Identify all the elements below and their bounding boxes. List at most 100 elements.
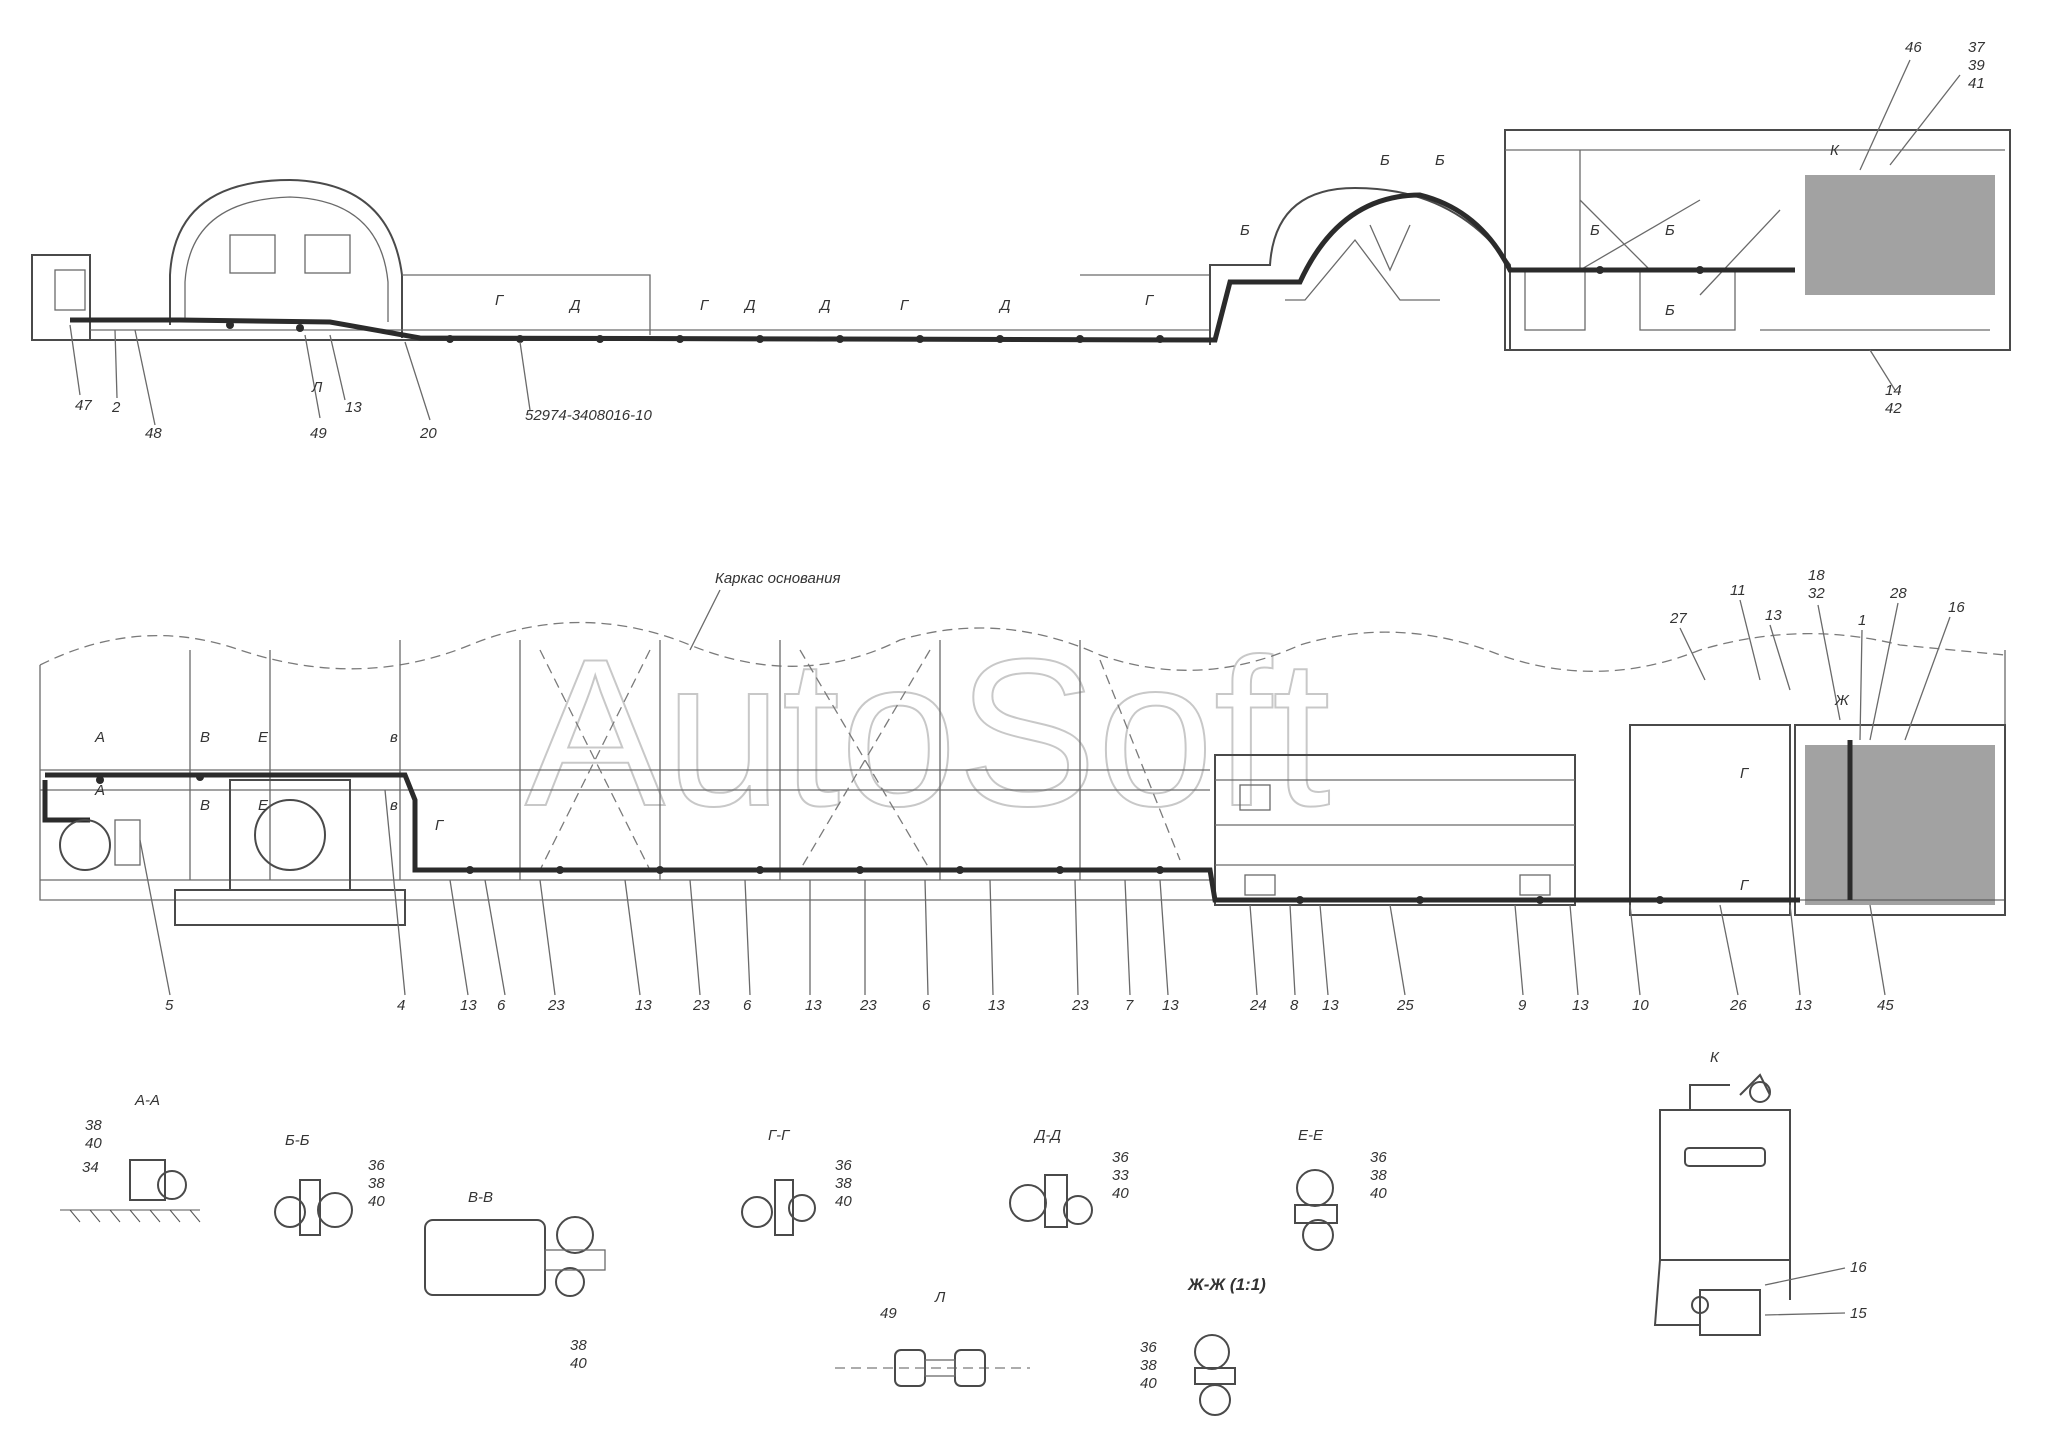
section-mark-g: Г (1740, 765, 1750, 782)
section-aa-label: 34 (82, 1159, 99, 1176)
section-bb: Б-Б 36 38 40 (274, 1132, 385, 1236)
callout-7: 7 (1125, 997, 1134, 1014)
callout-13: 13 (1795, 997, 1812, 1014)
section-bb-title: Б-Б (285, 1132, 310, 1149)
callout-23: 23 (692, 997, 710, 1014)
section-mark-g: Г (435, 817, 445, 834)
callout-6: 6 (922, 997, 931, 1014)
callout-6: 6 (743, 997, 752, 1014)
callout-6: 6 (497, 997, 506, 1014)
section-zhzh-label: 36 (1140, 1339, 1157, 1356)
section-bb-label: 40 (368, 1193, 385, 1210)
callout-13: 13 (1765, 607, 1782, 624)
callout-46: 46 (1905, 39, 1922, 56)
callout-23: 23 (859, 997, 877, 1014)
callout-13: 13 (345, 399, 362, 416)
bottom-view: Каркас основания 5 4 13 6 23 13 23 6 13 … (39, 567, 2006, 1014)
top-view: 52974-3408016-10 47 2 48 49 13 20 46 37 … (31, 39, 2011, 442)
callout-13: 13 (635, 997, 652, 1014)
section-mark-a: А (94, 782, 105, 799)
section-mark-a: А (94, 729, 105, 746)
section-l: Л 49 (835, 1289, 1030, 1387)
callout-14: 14 (1885, 382, 1902, 399)
section-mark-e: Е (258, 729, 269, 746)
section-dd-label: 33 (1112, 1167, 1129, 1184)
section-aa-label: 40 (85, 1135, 102, 1152)
section-mark-g: Г (1740, 877, 1750, 894)
section-zhzh: Ж-Ж (1:1) 36 38 40 (1140, 1275, 1266, 1416)
callout-18: 18 (1808, 567, 1825, 584)
section-gg-label: 36 (835, 1157, 852, 1174)
callout-45: 45 (1877, 997, 1894, 1014)
callout-11: 11 (1730, 582, 1746, 599)
callout-13: 13 (1162, 997, 1179, 1014)
callout-20: 20 (419, 425, 437, 442)
callout-8: 8 (1290, 997, 1299, 1014)
section-ee-label: 40 (1370, 1185, 1387, 1202)
section-dd-label: 36 (1112, 1149, 1129, 1166)
callout-24: 24 (1249, 997, 1267, 1014)
callout-49: 49 (310, 425, 327, 442)
callout-41: 41 (1968, 75, 1985, 92)
section-dd-title: Д-Д (1033, 1127, 1062, 1144)
section-bb-label: 36 (368, 1157, 385, 1174)
section-mark-d: Д (998, 297, 1011, 314)
section-mark-b: Б (1435, 152, 1445, 169)
part-number: 52974-3408016-10 (525, 407, 652, 424)
section-ee-label: 36 (1370, 1149, 1387, 1166)
section-aa-title: А-А (134, 1092, 160, 1109)
section-mark-g: Г (1145, 292, 1155, 309)
section-ee-title: Е-Е (1298, 1127, 1324, 1144)
section-gg: Г-Г 36 38 40 (741, 1127, 852, 1236)
section-mark-g: Г (495, 292, 505, 309)
section-ee: Е-Е 36 38 40 (1294, 1127, 1387, 1251)
bottom-callouts: 5 4 13 6 23 13 23 6 13 23 6 13 23 7 13 2… (165, 997, 1894, 1014)
callout-25: 25 (1396, 997, 1414, 1014)
callout-2: 2 (111, 399, 121, 416)
callout-37: 37 (1968, 39, 1985, 56)
callout-13: 13 (988, 997, 1005, 1014)
section-aa: А-А 38 40 34 (60, 1092, 201, 1223)
section-vv-label: 40 (570, 1355, 587, 1372)
section-ee-label: 38 (1370, 1167, 1387, 1184)
callout-23: 23 (547, 997, 565, 1014)
section-mark-b: Б (1590, 222, 1600, 239)
section-mark-v: В (200, 729, 210, 746)
section-mark-e: Е (258, 797, 269, 814)
section-mark-v-small: в (390, 729, 398, 746)
section-mark-d: Д (743, 297, 756, 314)
section-mark-l: Л (311, 379, 323, 396)
section-vv-title: В-В (468, 1189, 493, 1206)
callout-1: 1 (1858, 612, 1866, 629)
section-mark-b: Б (1665, 302, 1675, 319)
section-mark-v: В (200, 797, 210, 814)
watermark: AutoSoft (525, 615, 1331, 850)
callout-26: 26 (1729, 997, 1747, 1014)
section-mark-d: Д (818, 297, 831, 314)
section-l-label: 49 (880, 1305, 897, 1322)
callout-32: 32 (1808, 585, 1825, 602)
callout-28: 28 (1889, 585, 1907, 602)
callout-16: 16 (1948, 599, 1965, 616)
section-k-title: К (1710, 1049, 1720, 1066)
section-k: К 16 15 (1653, 1049, 1867, 1336)
section-mark-g: Г (900, 297, 910, 314)
callout-4: 4 (397, 997, 405, 1014)
section-dd-label: 40 (1112, 1185, 1129, 1202)
callout-13: 13 (805, 997, 822, 1014)
section-zhzh-label: 40 (1140, 1375, 1157, 1392)
section-mark-d: Д (568, 297, 581, 314)
callout-13: 13 (1322, 997, 1339, 1014)
callout-10: 10 (1632, 997, 1649, 1014)
section-vv: В-В 38 40 (424, 1189, 606, 1372)
section-zhzh-label: 38 (1140, 1357, 1157, 1374)
callout-47: 47 (75, 397, 92, 414)
section-zhzh-title: Ж-Ж (1:1) (1187, 1275, 1266, 1294)
frame-label: Каркас основания (715, 570, 841, 587)
section-mark-g: Г (700, 297, 710, 314)
section-gg-label: 38 (835, 1175, 852, 1192)
section-k-label: 15 (1850, 1305, 1867, 1322)
callout-27: 27 (1669, 610, 1687, 627)
callout-13: 13 (1572, 997, 1589, 1014)
